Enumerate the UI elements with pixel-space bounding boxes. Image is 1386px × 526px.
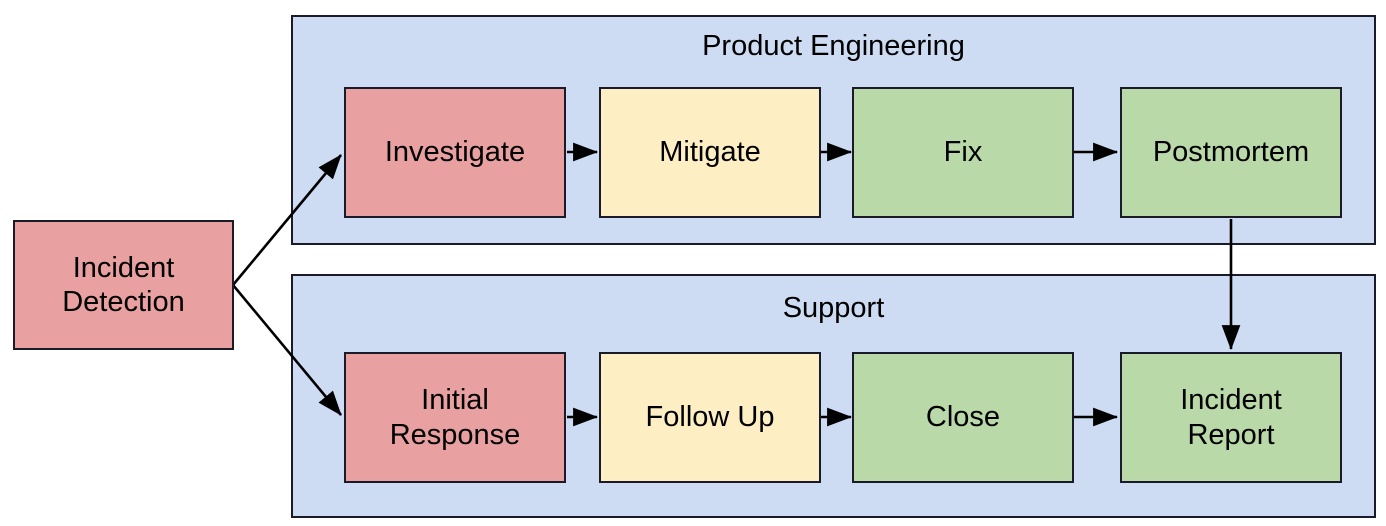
node-label-line-1: Initial — [421, 384, 489, 417]
node-label-incident-report: Incident Report — [1180, 383, 1282, 451]
node-incident-report[interactable]: Incident Report — [1120, 352, 1342, 483]
node-label-line-2: Response — [389, 418, 521, 451]
node-postmortem[interactable]: Postmortem — [1120, 87, 1342, 218]
node-label-investigate: Investigate — [384, 136, 526, 169]
node-close[interactable]: Close — [852, 352, 1074, 483]
node-label-close: Close — [925, 401, 1001, 434]
swimlane-title-product-engineering: Product Engineering — [702, 30, 965, 62]
node-follow-up[interactable]: Follow Up — [599, 352, 821, 483]
node-fix[interactable]: Fix — [852, 87, 1074, 218]
node-label-line-1: Incident — [72, 251, 175, 284]
node-label-line-1: Incident — [1180, 384, 1282, 417]
node-label-line-2: Detection — [62, 286, 185, 318]
node-label-initial-response: Initial Response — [390, 383, 521, 451]
node-label-fix: Fix — [943, 136, 983, 169]
swimlane-title-support: Support — [782, 292, 885, 324]
node-label-mitigate: Mitigate — [659, 136, 761, 169]
node-initial-response[interactable]: Initial Response — [344, 352, 566, 483]
node-mitigate[interactable]: Mitigate — [599, 87, 821, 218]
node-label-line-2: Report — [1187, 418, 1275, 451]
node-incident-detection[interactable]: Incident Detection — [13, 220, 234, 350]
node-label-incident-detection: Incident Detection — [62, 251, 185, 319]
node-label-postmortem: Postmortem — [1152, 136, 1310, 169]
node-label-follow-up: Follow Up — [645, 401, 775, 434]
node-investigate[interactable]: Investigate — [344, 87, 566, 218]
